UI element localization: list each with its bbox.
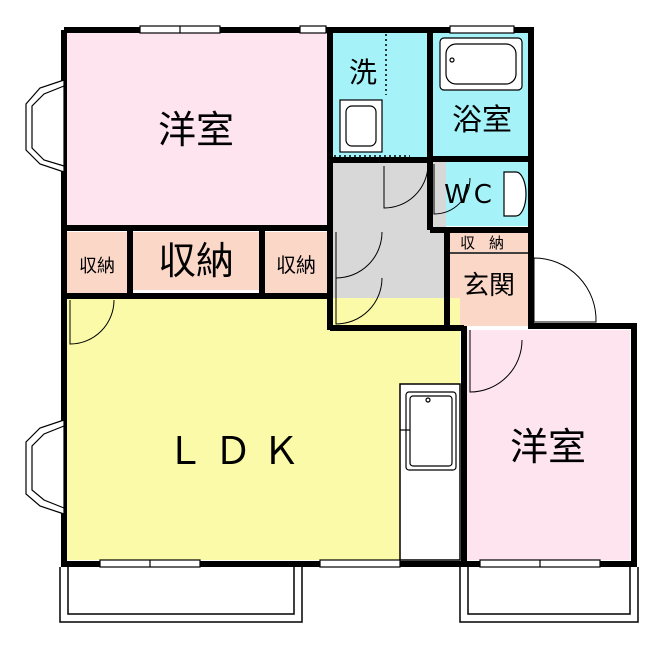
entrance-storage-floor — [450, 232, 528, 252]
balconies — [59, 567, 639, 623]
storage-right-floor — [264, 232, 328, 294]
wc-label: WC — [444, 180, 496, 210]
kitchen-sink — [400, 391, 457, 471]
laundry-label: 洗 — [349, 56, 377, 89]
western-room-1-floor — [64, 32, 328, 225]
washbasin — [339, 99, 383, 153]
storage-small-left-label: 収納 — [79, 256, 115, 277]
partitions — [334, 34, 530, 561]
ldk-floor — [64, 298, 460, 560]
storage-small-right-label: 収納 — [276, 253, 316, 277]
western-room-2-label: 洋室 — [510, 425, 586, 469]
door-swings — [69, 164, 597, 393]
western-room-2-floor — [466, 330, 630, 560]
entrance-storage-label: 収納 — [460, 234, 518, 252]
western-room-1-label: 洋室 — [158, 108, 234, 152]
storage-main-label: 収納 — [158, 239, 234, 283]
bathtub — [439, 37, 523, 91]
windows — [25, 25, 601, 568]
entrance-label: 玄関 — [463, 271, 515, 301]
storage-left-floor — [64, 232, 128, 294]
storage-main-floor — [132, 232, 260, 290]
ldk-label: ＬＤＫ — [166, 429, 310, 473]
toilet — [503, 171, 527, 217]
bath-label: 浴室 — [452, 103, 512, 138]
entrance-floor — [450, 254, 528, 326]
